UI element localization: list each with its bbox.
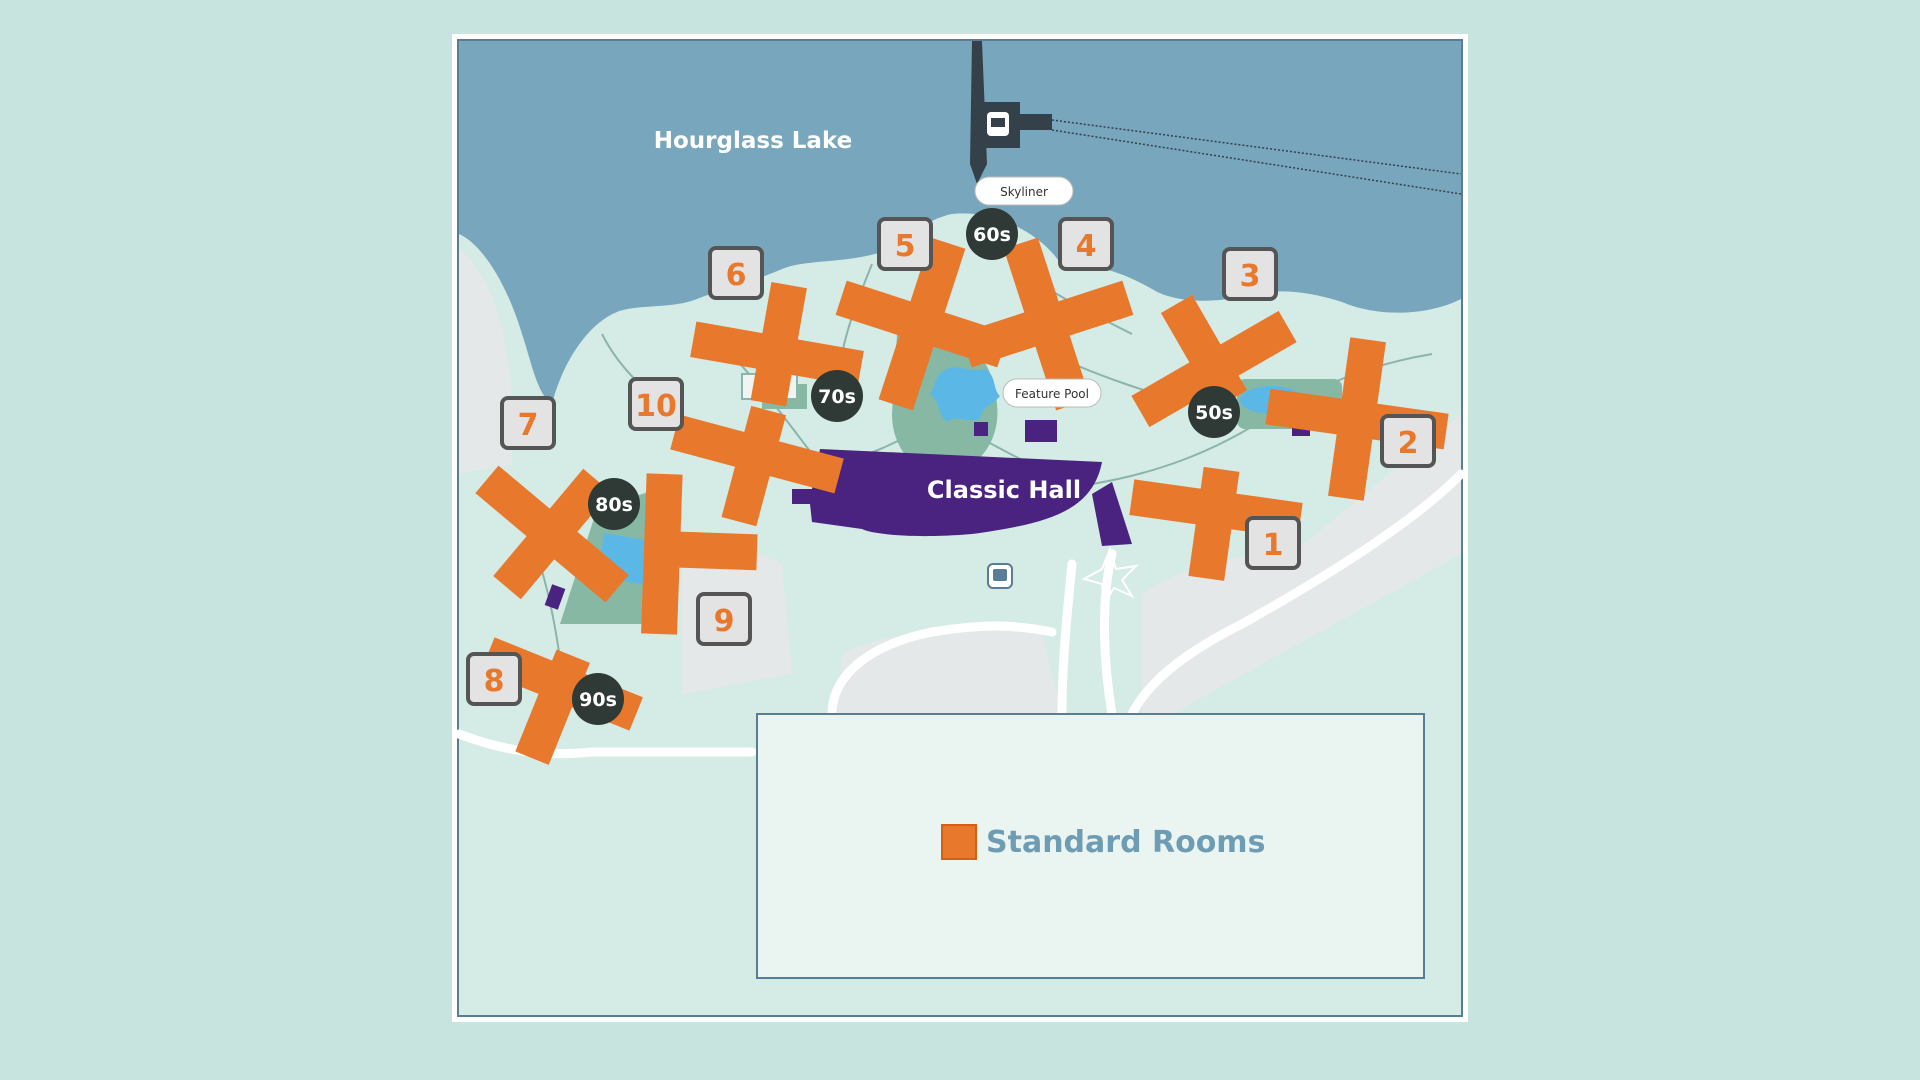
decade-marker-90s: 90s [572, 673, 624, 725]
building-number-5: 5 [877, 217, 933, 271]
legend-swatch-standard-rooms [941, 824, 977, 860]
parking-lot-center [837, 629, 1062, 714]
svg-text:50s: 50s [1195, 402, 1233, 424]
skyliner-gondola-icon [987, 112, 1009, 136]
lake-label: Hourglass Lake [654, 128, 852, 154]
bus-stop-icon [987, 563, 1013, 589]
building-number-4: 4 [1058, 217, 1114, 271]
building-6 [690, 281, 864, 407]
building-number-1: 1 [1245, 516, 1301, 570]
building-number-8: 8 [466, 652, 522, 706]
svg-text:8: 8 [484, 664, 505, 699]
building-number-3: 3 [1222, 247, 1278, 301]
decade-marker-50s: 50s [1188, 386, 1240, 438]
star-marker-icon [1081, 545, 1139, 608]
building-3 [1131, 295, 1297, 428]
decade-marker-80s: 80s [588, 478, 640, 530]
svg-text:70s: 70s [818, 386, 856, 408]
building-number-callouts: 1 2 3 4 5 6 7 8 9 10 [466, 217, 1436, 706]
classic-hall-wing [1092, 482, 1132, 546]
classic-hall-building [792, 449, 1102, 537]
svg-text:9: 9 [714, 604, 735, 639]
svg-text:5: 5 [895, 229, 916, 264]
building-number-2: 2 [1380, 414, 1436, 468]
svg-text:4: 4 [1076, 229, 1097, 264]
svg-text:7: 7 [518, 408, 539, 443]
building-9 [641, 473, 758, 635]
decade-marker-70s: 70s [811, 370, 863, 422]
svg-text:3: 3 [1240, 259, 1261, 294]
legend-label-standard-rooms: Standard Rooms [986, 825, 1265, 860]
classic-hall-label: Classic Hall [927, 476, 1081, 504]
standard-room-buildings [475, 237, 1449, 765]
feature-pool [930, 367, 1000, 422]
map-legend: Standard Rooms [756, 713, 1425, 979]
resort-map: 50s 60s 70s 80s 90s 1 2 3 4 5 6 7 8 9 10… [452, 34, 1468, 1022]
svg-text:6: 6 [726, 258, 747, 293]
decade-marker-60s: 60s [966, 208, 1018, 260]
svg-text:90s: 90s [579, 689, 617, 711]
building-number-9: 9 [696, 592, 752, 646]
building-7 [475, 465, 629, 603]
building-number-6: 6 [708, 246, 764, 300]
svg-text:Feature Pool: Feature Pool [1015, 387, 1089, 401]
svg-text:Skyliner: Skyliner [1000, 185, 1048, 199]
building-number-10: 10 [628, 377, 684, 431]
building-number-7: 7 [500, 396, 556, 450]
building-10 [670, 405, 844, 527]
feature-pool-pill: Feature Pool [1002, 378, 1102, 408]
svg-text:60s: 60s [973, 224, 1011, 246]
skyliner-pill: Skyliner [974, 176, 1074, 206]
svg-text:10: 10 [635, 389, 677, 424]
svg-text:80s: 80s [595, 494, 633, 516]
svg-text:1: 1 [1263, 528, 1284, 563]
decade-markers: 50s 60s 70s 80s 90s [572, 208, 1240, 725]
skyliner-station [970, 41, 1462, 195]
parking-lot-west [459, 249, 512, 474]
building-5 [835, 237, 1009, 411]
svg-text:2: 2 [1398, 426, 1419, 461]
hourglass-lake [459, 41, 1461, 404]
